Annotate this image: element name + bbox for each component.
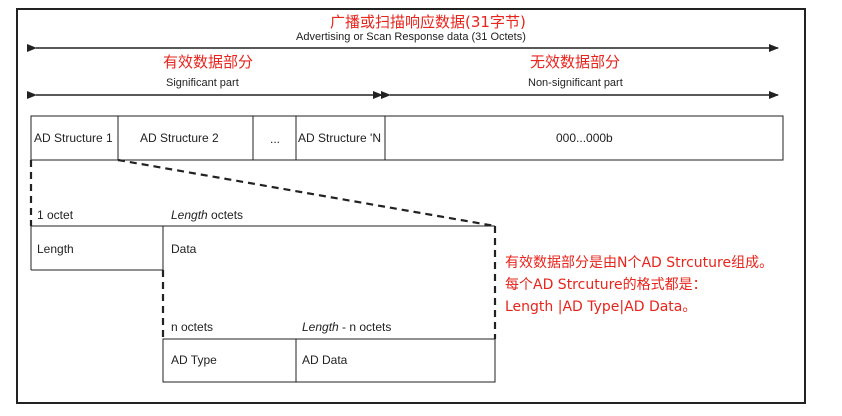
zoom-line-right (117, 158, 496, 228)
header-en: Advertising or Scan Response data (31 Oc… (296, 31, 526, 43)
ad-structure-2: AD Structure 2 (140, 131, 219, 145)
ad-data-field: AD Data (302, 353, 348, 367)
data-field: Data (171, 242, 197, 256)
non-significant-en: Non-significant part (528, 77, 623, 89)
length-octets-label: Length octets (171, 208, 244, 222)
significant-en: Significant part (166, 77, 239, 89)
note-line-3: Length |AD Type|AD Data。 (505, 299, 697, 315)
length-minus-n-label: Length - n octets (302, 320, 392, 334)
data-detail-row (162, 338, 496, 383)
length-field: Length (37, 242, 74, 256)
non-significant-cn: 无效数据部分 (530, 53, 621, 71)
ad-structure-row (30, 225, 495, 271)
note-line-2: 每个AD Strcuture的格式都是： (505, 277, 707, 293)
ad-type-field: AD Type (171, 353, 217, 367)
ad-structure-n: AD Structure 'N (298, 131, 381, 145)
n-octets-label: n octets (171, 320, 214, 334)
note-line-1: 有效数据部分是由N个AD Strcuture组成。 (505, 255, 774, 271)
one-octet-label: 1 octet (37, 208, 74, 222)
padding-value: 000...000b (556, 131, 613, 145)
diagram-frame (16, 8, 806, 404)
significant-cn: 有效数据部分 (163, 53, 254, 71)
header-cn: 广播或扫描响应数据(31字节) (330, 13, 526, 31)
ad-structure-ellipsis: ... (270, 132, 281, 146)
structure-row (30, 115, 784, 161)
ad-structure-1: AD Structure 1 (34, 131, 113, 145)
